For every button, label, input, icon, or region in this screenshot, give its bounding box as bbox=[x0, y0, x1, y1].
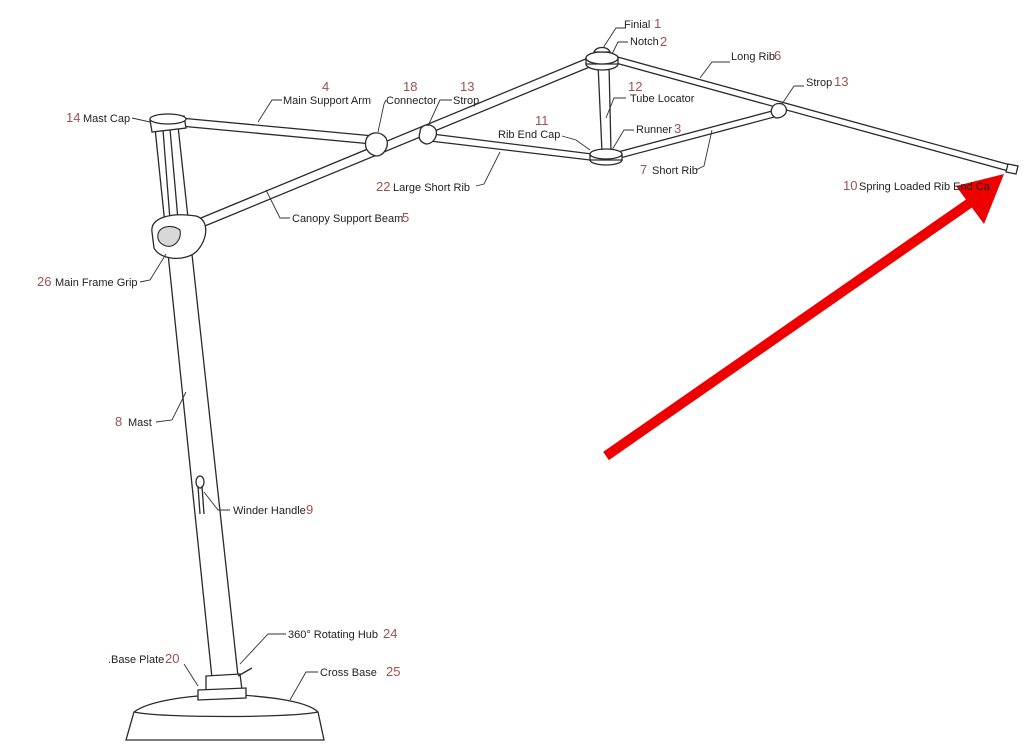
svg-text:Rib End Cap: Rib End Cap bbox=[498, 129, 560, 141]
connector bbox=[364, 132, 388, 157]
svg-text:Main Support Arm: Main Support Arm bbox=[283, 95, 371, 107]
svg-text:12: 12 bbox=[628, 79, 642, 94]
label-rib-end-cap: 11 Rib End Cap bbox=[498, 113, 560, 141]
svg-text:14: 14 bbox=[66, 110, 80, 125]
mast-cap bbox=[149, 113, 187, 133]
label-base-plate: .Base Plate 20 bbox=[108, 651, 179, 666]
label-canopy-support-beam: Canopy Support Beam 5 bbox=[292, 210, 409, 225]
label-notch: Notch 2 bbox=[630, 34, 667, 49]
label-winder-handle: Winder Handle 9 bbox=[233, 502, 313, 517]
svg-text:Notch: Notch bbox=[630, 36, 659, 48]
svg-text:18: 18 bbox=[403, 79, 417, 94]
red-arrow bbox=[603, 174, 1004, 461]
long-rib bbox=[611, 55, 1015, 173]
svg-text:4: 4 bbox=[322, 79, 329, 94]
spring-loaded-rib-end-cap bbox=[1005, 163, 1019, 175]
svg-text:Short Rib: Short Rib bbox=[652, 165, 698, 177]
svg-text:13: 13 bbox=[460, 79, 474, 94]
winder-handle bbox=[195, 475, 205, 515]
runner bbox=[589, 148, 623, 166]
label-runner: Runner 3 bbox=[636, 121, 681, 136]
label-strop-left: 13 Strop bbox=[453, 79, 479, 107]
central-tube bbox=[597, 63, 612, 153]
svg-text:6: 6 bbox=[774, 48, 781, 63]
svg-text:Finial: Finial bbox=[624, 19, 650, 31]
label-mast-cap: 14 Mast Cap bbox=[66, 110, 130, 125]
svg-text:2: 2 bbox=[660, 34, 667, 49]
label-finial: Finial 1 bbox=[624, 16, 661, 31]
svg-text:Large Short Rib: Large Short Rib bbox=[393, 182, 470, 194]
large-short-rib bbox=[429, 133, 593, 161]
svg-text:Spring Loaded Rib End Ca: Spring Loaded Rib End Ca bbox=[859, 181, 991, 193]
label-mast: 8 Mast bbox=[115, 414, 152, 429]
strop-right bbox=[770, 102, 788, 119]
svg-text:Mast: Mast bbox=[128, 417, 152, 429]
label-short-rib: 7 Short Rib bbox=[640, 162, 698, 177]
svg-text:Strop: Strop bbox=[806, 77, 832, 89]
svg-text:3: 3 bbox=[674, 121, 681, 136]
svg-text:26: 26 bbox=[37, 274, 51, 289]
main-frame-grip bbox=[151, 214, 207, 259]
svg-text:1: 1 bbox=[654, 16, 661, 31]
label-long-rib: Long Rib 6 bbox=[731, 48, 781, 63]
svg-text:7: 7 bbox=[640, 162, 647, 177]
cross-base bbox=[125, 687, 325, 741]
label-large-short-rib: 22 Large Short Rib bbox=[376, 179, 470, 194]
svg-text:Main Frame Grip: Main Frame Grip bbox=[55, 277, 138, 289]
label-cross-base: Cross Base 25 bbox=[320, 664, 400, 679]
svg-text:Connector: Connector bbox=[386, 95, 437, 107]
svg-text:Mast Cap: Mast Cap bbox=[83, 113, 130, 125]
svg-text:9: 9 bbox=[306, 502, 313, 517]
mast-pole bbox=[154, 125, 239, 679]
main-support-arm bbox=[179, 117, 375, 145]
strop-left bbox=[418, 124, 438, 145]
label-rotating-hub: 360° Rotating Hub 24 bbox=[288, 626, 397, 641]
canopy-support-beam bbox=[195, 57, 593, 229]
label-main-support-arm: 4 Main Support Arm bbox=[283, 79, 371, 107]
label-connector: 18 Connector bbox=[386, 79, 437, 107]
svg-text:Winder Handle: Winder Handle bbox=[233, 505, 306, 517]
top-hub bbox=[585, 46, 619, 71]
label-strop-right: Strop 13 bbox=[806, 74, 848, 89]
svg-text:10: 10 bbox=[843, 178, 857, 193]
svg-text:8: 8 bbox=[115, 414, 122, 429]
svg-text:360° Rotating Hub: 360° Rotating Hub bbox=[288, 629, 378, 641]
svg-text:.Base Plate: .Base Plate bbox=[108, 654, 164, 666]
svg-text:13: 13 bbox=[834, 74, 848, 89]
svg-text:Strop: Strop bbox=[453, 95, 479, 107]
label-tube-locator: 12 Tube Locator bbox=[628, 79, 695, 105]
short-rib bbox=[617, 109, 779, 159]
svg-text:Runner: Runner bbox=[636, 124, 672, 136]
svg-text:25: 25 bbox=[386, 664, 400, 679]
svg-text:11: 11 bbox=[535, 113, 549, 128]
label-spring-loaded-rib-end-cap: 10 Spring Loaded Rib End Ca bbox=[843, 178, 991, 193]
svg-text:Canopy Support Beam: Canopy Support Beam bbox=[292, 213, 403, 225]
leader-lines bbox=[131, 27, 804, 701]
svg-text:20: 20 bbox=[165, 651, 179, 666]
svg-text:24: 24 bbox=[383, 626, 397, 641]
label-main-frame-grip: 26 Main Frame Grip bbox=[37, 274, 138, 289]
svg-text:Tube Locator: Tube Locator bbox=[630, 93, 695, 105]
svg-text:Cross Base: Cross Base bbox=[320, 667, 377, 679]
svg-text:5: 5 bbox=[402, 210, 409, 225]
svg-text:Long Rib: Long Rib bbox=[731, 51, 775, 63]
svg-text:22: 22 bbox=[376, 179, 390, 194]
